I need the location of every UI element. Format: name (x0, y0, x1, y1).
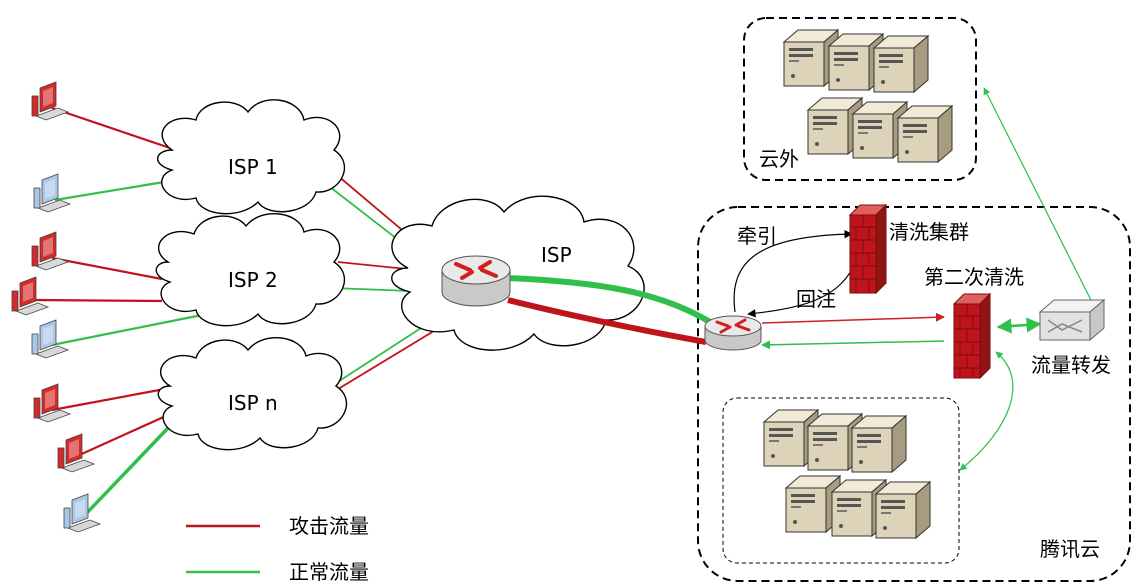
isp1-label: ISP 1 (228, 155, 278, 179)
ispn-label: ISP n (228, 391, 278, 415)
isp1-cloud: ISP 1 (157, 99, 346, 215)
tencent-cloud-label: 腾讯云 (1040, 537, 1100, 561)
ispn-cloud: ISP n (157, 337, 348, 451)
isp2-cloud: ISP 2 (155, 213, 346, 327)
second-scrub-label: 第二次清洗 (924, 265, 1024, 289)
client-pc-normal-2 (31, 319, 69, 359)
diversion-arrow (733, 229, 853, 313)
firewall-to-inner (959, 351, 1014, 471)
client-pc-attack-4 (33, 383, 71, 423)
inner-servers (763, 409, 931, 539)
tencent-cloud-box (697, 206, 1131, 582)
normal-trunk (507, 275, 712, 325)
reinjection-label: 回注 (796, 287, 836, 311)
forward-link (996, 317, 1042, 334)
edge-router-icon (704, 315, 762, 351)
inner-server-box (722, 397, 960, 564)
normal-return (761, 340, 945, 350)
client-pc-attack-5 (57, 433, 95, 473)
outside-servers (783, 29, 953, 163)
client-pcs (11, 81, 101, 533)
backbone-cloud: ISP (391, 195, 645, 351)
diversion-label: 牵引 (737, 224, 777, 248)
traffic-forward-label: 流量转发 (1031, 353, 1111, 377)
attack-to-second-scrub (761, 312, 945, 324)
forward-to-outside (983, 87, 1101, 319)
scrubbing-cluster-firewall-icon (848, 203, 888, 295)
backbone-router-icon (441, 255, 511, 307)
cloud-outside-box (743, 17, 977, 181)
client-pc-normal-3 (63, 493, 101, 533)
isp2-label: ISP 2 (228, 268, 278, 292)
second-scrub-firewall-icon (952, 292, 992, 380)
legend-attack-label: 攻击流量 (289, 514, 369, 538)
cloud-outside-label: 云外 (759, 147, 799, 171)
scrubbing-cluster-label: 清洗集群 (889, 220, 969, 244)
attack-trunk (507, 297, 707, 345)
client-pc-attack-2 (31, 231, 69, 271)
backbone-label: ISP (541, 243, 572, 267)
client-pc-normal-1 (33, 173, 71, 213)
client-pc-attack-1 (31, 81, 69, 121)
legend: 攻击流量 正常流量 (186, 514, 369, 584)
traffic-forward-switch-icon (1038, 298, 1106, 342)
client-pc-attack-3 (11, 276, 49, 316)
legend-normal-label: 正常流量 (289, 560, 369, 584)
client-links (32, 106, 203, 520)
